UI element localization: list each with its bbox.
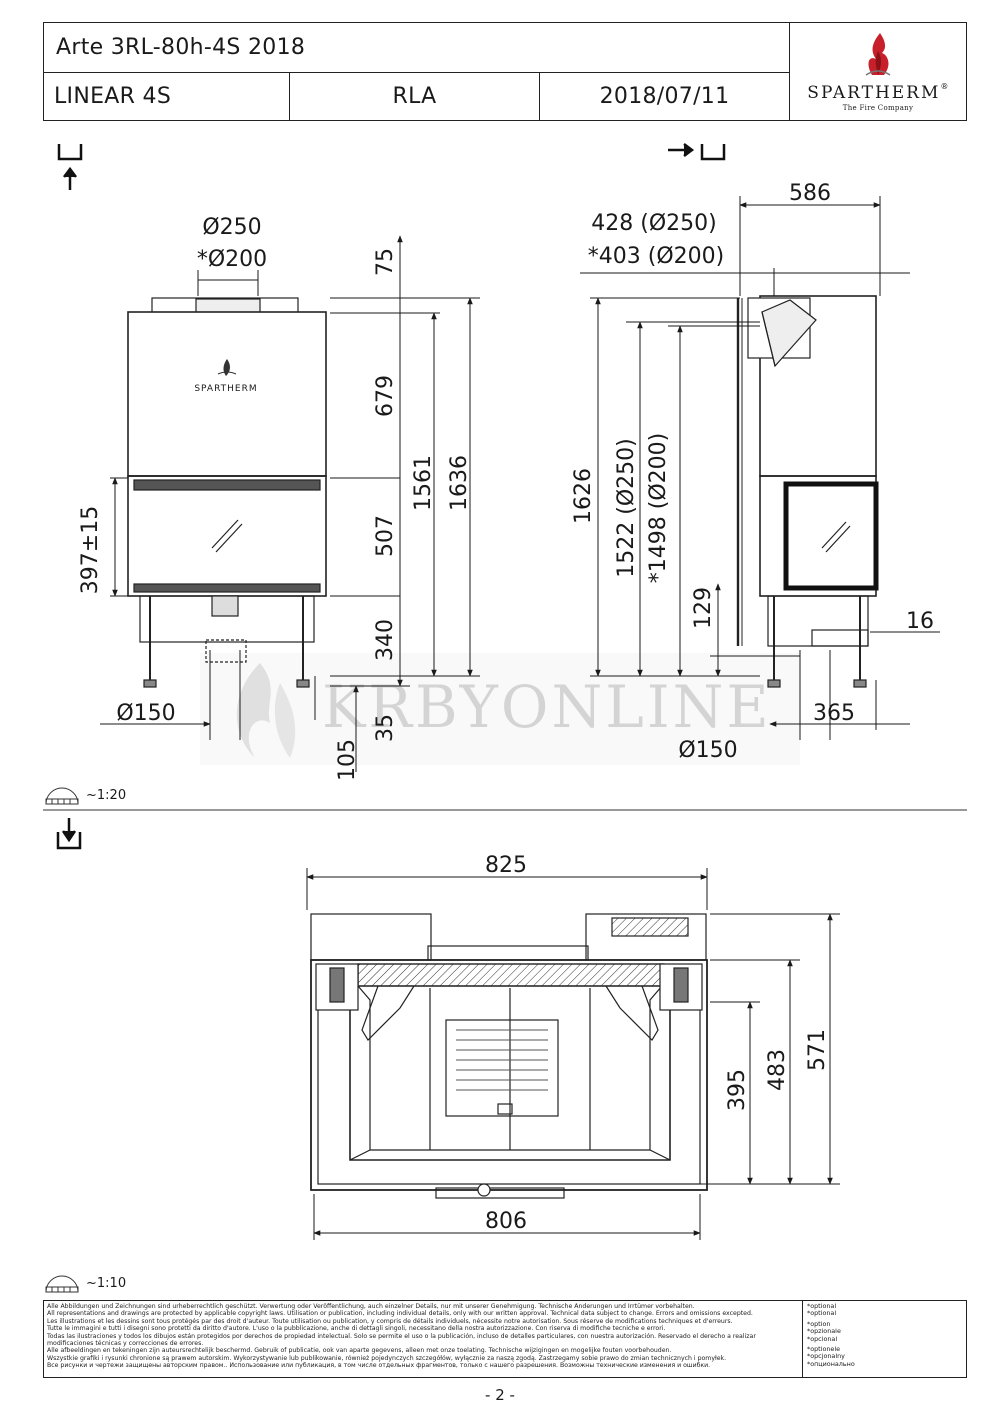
front-dim-upper: 679 [373, 375, 398, 417]
front-dim-glass: 507 [373, 515, 398, 557]
side-dim-inlet-offset: 365 [813, 701, 855, 726]
front-dim-door-height: 397±15 [78, 506, 103, 594]
plan-view [310, 913, 708, 1199]
front-dim-total: 1636 [447, 455, 472, 511]
product-series: LINEAR 4S [44, 73, 290, 120]
front-flue-diameter: Ø250 [202, 215, 261, 240]
side-dim-flue-height-alt: *1498 (Ø200) [646, 433, 671, 583]
side-dim-height: 1626 [571, 468, 596, 524]
optional-label: *option [807, 1319, 831, 1328]
brand-logo: SPARTHERM ® The Fire Company [790, 23, 966, 120]
disclaimer-line: Wszystkie grafiki i rysunki chronione są… [47, 1354, 727, 1362]
title-block: Arte 3RL-80h-4S 2018 LINEAR 4S RLA 2018/… [43, 22, 967, 121]
technical-drawing: SPARTHERM Ø250 *Ø200 75 679 507 340 35 1… [43, 143, 967, 1240]
brand-tagline: The Fire Company [842, 104, 914, 112]
flame-icon [865, 33, 891, 76]
scale-ruler-icon [45, 1275, 79, 1293]
optional-legend: *optional *optional *option *opzionale *… [802, 1301, 966, 1377]
front-dim-top: 75 [373, 248, 398, 276]
disclaimer-line: Tutte le immagini e tutti i disegni sono… [47, 1325, 666, 1333]
front-view-icon [57, 144, 83, 190]
disclaimer-line: Les illustrations et les dessins sont to… [47, 1317, 733, 1325]
plan-dim-outer-width: 825 [485, 853, 527, 878]
scale-ruler-icon [45, 787, 79, 805]
drawing-title: Arte 3RL-80h-4S 2018 [44, 23, 790, 73]
optional-label: *opzionale [807, 1327, 841, 1336]
plan-dim-depth-body: 483 [765, 1049, 790, 1091]
plan-dim-depth-total: 571 [805, 1029, 830, 1071]
disclaimer-line: Все рисунки и чертежи защищены авторским… [47, 1362, 711, 1370]
plan-grate [456, 1029, 548, 1091]
drawing-date: 2018/07/11 [540, 73, 790, 120]
scale-plan: ~1:10 [44, 1273, 126, 1293]
registered-mark: ® [940, 82, 949, 91]
plan-dim-inner-width: 806 [485, 1209, 527, 1234]
front-inlet-diameter: Ø150 [116, 701, 175, 726]
front-dim-base: 340 [373, 619, 398, 661]
plan-dim-depth-firebox: 395 [725, 1069, 750, 1111]
front-view [127, 297, 327, 688]
optional-label: *optionele [807, 1345, 841, 1354]
side-inlet-diameter: Ø150 [678, 738, 737, 763]
front-dimension-lines [100, 235, 480, 772]
side-dim-flue-height: 1522 (Ø250) [614, 438, 639, 577]
product-variant: RLA [290, 73, 540, 120]
disclaimer-line: Alle afbeeldingen en tekeningen zijn aut… [47, 1347, 672, 1355]
disclaimer-line: Alle Abbildungen und Zeichnungen sind ur… [47, 1303, 695, 1310]
disclaimer-text: Alle Abbildungen und Zeichnungen sind ur… [47, 1303, 799, 1377]
page-number: - 2 - [485, 1386, 515, 1404]
front-dim-to-flue: 1561 [411, 455, 436, 511]
front-unit-flame-icon [217, 359, 237, 376]
front-dim-floor: 105 [335, 739, 360, 781]
brand-name: SPARTHERM [807, 83, 941, 103]
optional-label: *opcional [807, 1334, 838, 1343]
front-dim-foot: 35 [373, 714, 398, 742]
front-flue-diameter-alt: *Ø200 [197, 247, 267, 272]
side-dimension-lines [580, 196, 940, 740]
side-dim-depth: 586 [789, 181, 831, 206]
disclaimer-line: Todas las ilustraciones y todos los dibu… [47, 1332, 756, 1348]
scale-elevation: ~1:20 [44, 785, 126, 805]
side-view-icon [668, 143, 726, 161]
side-dim-flue-offset-alt: *403 (Ø200) [588, 244, 724, 269]
scale-plan-label: ~1:10 [86, 1275, 127, 1291]
optional-label: *опционально [807, 1359, 855, 1368]
plan-dimension-lines [306, 868, 840, 1240]
front-unit-brand: SPARTHERM [194, 384, 257, 394]
side-dim-flue-offset: 428 (Ø250) [591, 211, 716, 236]
optional-label: *opcjonalny [807, 1352, 845, 1361]
optional-label: *optional [807, 1302, 837, 1310]
disclaimer-line: All representations and drawings are pro… [47, 1310, 753, 1318]
side-dim-side: 16 [906, 609, 934, 634]
scale-elevation-label: ~1:20 [86, 787, 127, 803]
side-view [736, 295, 879, 688]
disclaimer-box: Alle Abbildungen und Zeichnungen sind ur… [43, 1300, 967, 1378]
side-dim-inlet-height: 129 [691, 587, 716, 629]
optional-label: *optional [807, 1309, 837, 1318]
plan-view-icon [56, 818, 82, 850]
